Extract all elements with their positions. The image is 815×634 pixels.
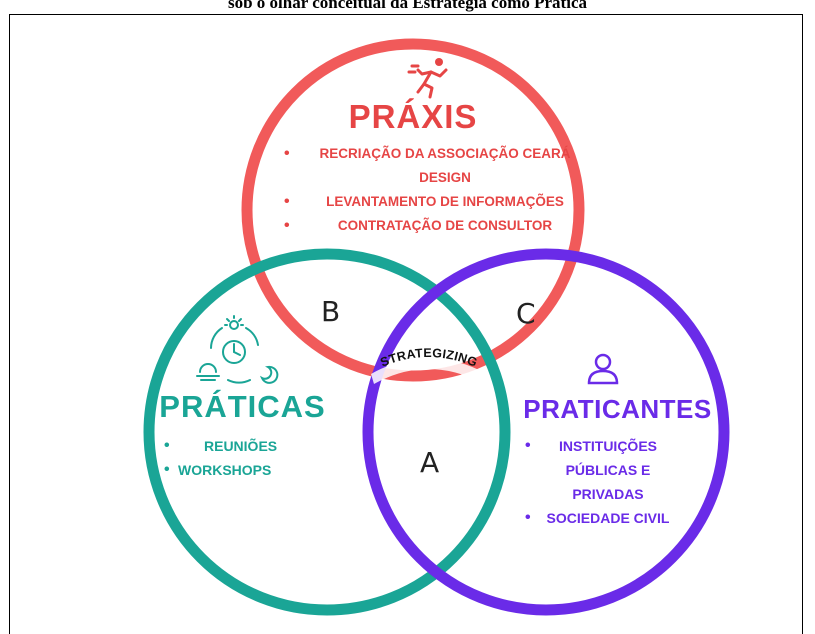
praticas-circle (143, 248, 511, 616)
region-label-a: A (420, 446, 440, 479)
praticantes-title: PRATICANTES (523, 394, 712, 424)
region-label-b: B (321, 295, 341, 328)
list-item-text: INSTITUIÇÕES (558, 438, 657, 454)
running-person-icon (407, 58, 448, 99)
list-item-text: PRIVADAS (572, 486, 644, 502)
list-item: •LEVANTAMENTO DE INFORMAÇÕES (284, 193, 564, 210)
list-item: •CONTRATAÇÃO DE CONSULTOR (284, 217, 553, 234)
praticas-list: •REUNIÕES •WORKSHOPS (160, 434, 320, 482)
figure-caption: sob o olhar conceitual da Estratégia com… (227, 0, 587, 12)
list-item: •REUNIÕES (164, 437, 278, 454)
list-item: PÚBLICAS E (523, 458, 693, 482)
list-item-text: RECRIAÇÃO DA ASSOCIAÇÃO CEARÁ (319, 146, 571, 161)
list-item-text: SOCIEDADE CIVIL (546, 510, 670, 526)
list-item-text: REUNIÕES (204, 438, 278, 454)
list-item: DESIGN (280, 166, 610, 190)
region-label-c: C (516, 297, 536, 330)
praticantes-list: •INSTITUIÇÕES PÚBLICAS E PRIVADAS •SOCIE… (523, 434, 693, 530)
day-night-cycle-icon (196, 315, 279, 384)
list-item: •RECRIAÇÃO DA ASSOCIAÇÃO CEARÁ (284, 145, 571, 162)
list-item-text: CONTRATAÇÃO DE CONSULTOR (337, 218, 553, 233)
figure-frame (9, 14, 803, 634)
list-item: PRIVADAS (523, 482, 693, 506)
list-item-text: DESIGN (419, 170, 471, 185)
praxis-circle (241, 38, 585, 382)
praxis-list: •RECRIAÇÃO DA ASSOCIAÇÃO CEARÁ DESIGN •L… (280, 142, 610, 238)
list-item-text: PÚBLICAS E (565, 462, 651, 478)
venn-diagram: STRATEGIZING (143, 38, 730, 616)
user-icon (587, 353, 619, 385)
list-item: •INSTITUIÇÕES (525, 437, 657, 454)
list-item-text: WORKSHOPS (178, 462, 272, 478)
strategizing-label: STRATEGIZING (371, 346, 487, 384)
praticantes-circle (362, 248, 730, 616)
list-item-text: LEVANTAMENTO DE INFORMAÇÕES (326, 194, 564, 209)
praticas-title: PRÁTICAS (159, 389, 326, 424)
list-item: •WORKSHOPS (164, 461, 272, 478)
list-item: •SOCIEDADE CIVIL (525, 509, 670, 526)
praxis-title: PRÁXIS (348, 98, 478, 135)
